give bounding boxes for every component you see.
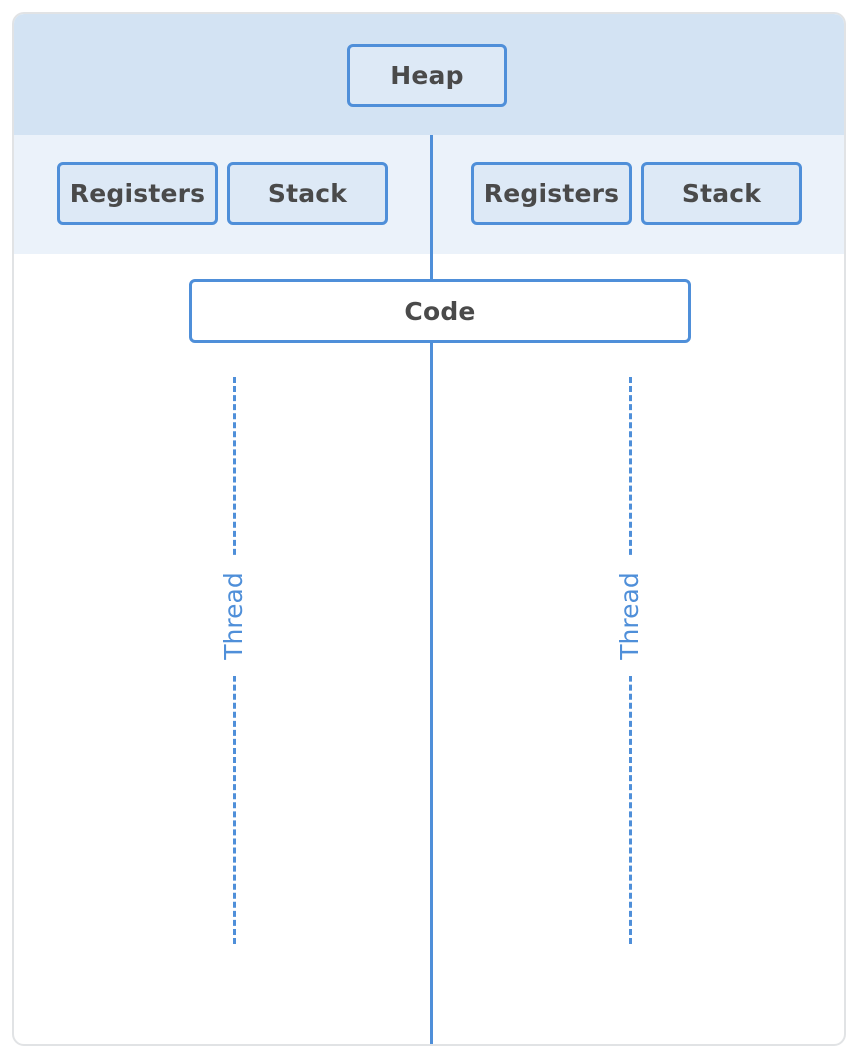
thread-1-label: Thread [217,556,251,676]
thread-2-label: Thread [613,556,647,676]
code-box: Code [189,279,691,343]
heap-box: Heap [347,44,507,107]
thread-1-registers-box: Registers [57,162,218,225]
thread-divider-line [430,135,433,1044]
thread-2-registers-box: Registers [471,162,632,225]
diagram-frame: Heap Registers Stack Registers Stack Cod… [12,12,846,1046]
thread-2-stack-box: Stack [641,162,802,225]
thread-1-stack-box: Stack [227,162,388,225]
